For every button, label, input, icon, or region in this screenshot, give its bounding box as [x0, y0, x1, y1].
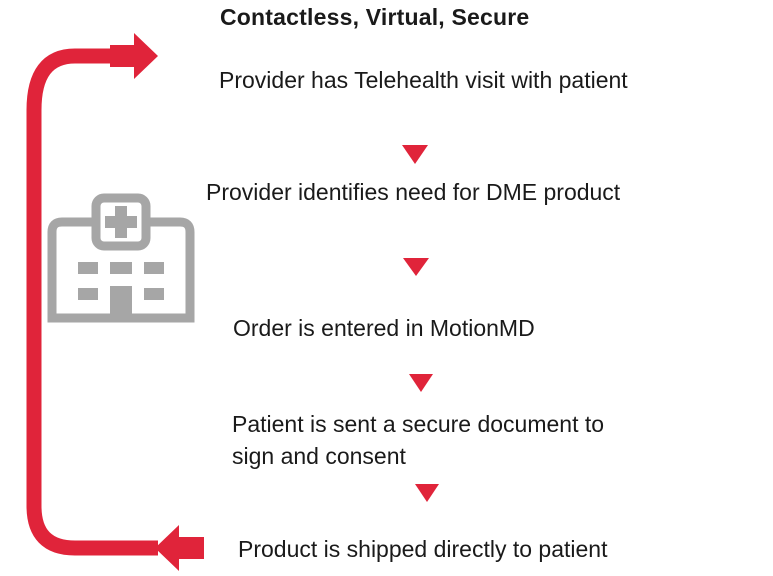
step-telehealth-visit: Provider has Telehealth visit with patie… — [219, 67, 628, 93]
cycle-loop-arrow — [26, 33, 204, 571]
step-order-entered: Order is entered in MotionMD — [233, 315, 535, 341]
flow-down-arrow — [403, 258, 429, 276]
flow-down-arrow — [409, 374, 433, 392]
hospital-details — [78, 206, 164, 318]
flow-down-arrow — [402, 145, 428, 164]
flow-down-arrows — [402, 145, 439, 502]
flow-down-arrow — [415, 484, 439, 502]
diagram-title: Contactless, Virtual, Secure — [220, 4, 530, 30]
step-identify-need: Provider identifies need for DME product — [206, 179, 621, 205]
step-secure-document: Patient is sent a secure document to sig… — [232, 411, 605, 469]
step-product-shipped: Product is shipped directly to patient — [238, 536, 608, 562]
